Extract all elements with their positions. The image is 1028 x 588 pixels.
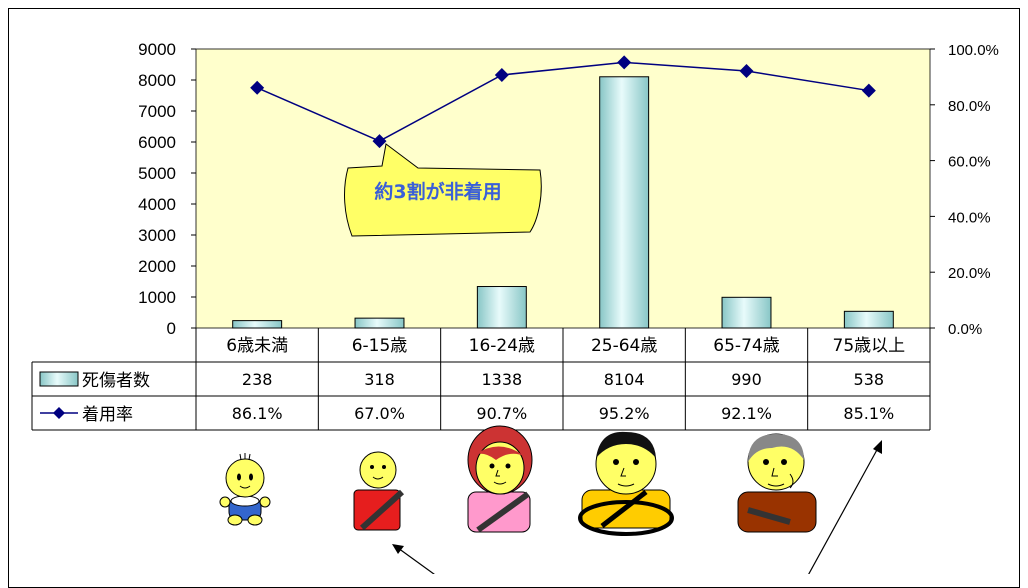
right-tick-label: 80.0%: [948, 98, 991, 115]
child-figure: [353, 451, 405, 531]
left-axis: 0 1000 2000 3000 4000 5000 6000 7000 8000 9000: [138, 40, 196, 338]
table-cell: 95.2%: [599, 404, 650, 423]
table-cell: 85.1%: [843, 404, 894, 423]
left-tick-label: 5000: [138, 164, 176, 183]
table-cell: 238: [242, 370, 273, 389]
line-point: [372, 134, 387, 149]
line-point: [494, 67, 509, 82]
right-tick-label: 40.0%: [948, 209, 991, 226]
table-cell: 67.0%: [354, 404, 405, 423]
left-tick-label: 7000: [138, 102, 176, 121]
bar-series: [232, 76, 894, 329]
right-tick-label: 0.0%: [948, 321, 982, 338]
arrow-to-child: [392, 544, 435, 574]
bar: [476, 286, 527, 329]
plot-area: [195, 48, 931, 329]
legend-line-label: 着用率: [82, 405, 133, 425]
category-label: 6-15歳: [352, 336, 408, 356]
left-tick-label: 2000: [138, 257, 176, 276]
table-cell: 8104: [604, 370, 645, 389]
elderly-man-figure: [737, 433, 817, 533]
table-cell: 990: [731, 370, 762, 389]
callout-bubble: [344, 143, 542, 237]
category-label: 25-64歳: [591, 336, 657, 356]
line-series: [250, 55, 876, 149]
legend-bar-label: 死傷者数: [82, 371, 150, 391]
line-point: [861, 83, 876, 98]
table-cell: 1338: [481, 370, 522, 389]
left-tick-label: 4000: [138, 195, 176, 214]
right-tick-label: 100.0%: [948, 42, 999, 59]
callout: 約3割が非着用: [344, 143, 542, 237]
table-cell: 318: [364, 370, 395, 389]
table-cell: 86.1%: [232, 404, 283, 423]
chart-svg: 0 1000 2000 3000 4000 5000 6000 7000 8000 9000 0.…: [31, 40, 999, 574]
legend-bar-swatch: [39, 371, 79, 387]
table-cell: 92.1%: [721, 404, 772, 423]
table-cell: 538: [854, 370, 885, 389]
young-woman-figure: [467, 425, 533, 533]
left-tick-label: 8000: [138, 71, 176, 90]
left-tick-label: 3000: [138, 226, 176, 245]
line-point: [617, 55, 632, 70]
table-cell: 90.7%: [476, 404, 527, 423]
left-tick-label: 0: [167, 319, 176, 338]
category-label: 16-24歳: [469, 336, 535, 356]
line-point: [739, 64, 754, 79]
legend-line-marker: [53, 407, 65, 419]
right-tick-label: 20.0%: [948, 265, 991, 282]
adult-driver-figure: [578, 431, 674, 536]
left-tick-label: 9000: [138, 40, 176, 59]
line-point: [250, 80, 265, 95]
bar: [843, 310, 894, 329]
right-axis: 0.0% 20.0% 40.0% 60.0% 80.0% 100.0%: [930, 42, 999, 338]
baby-figure: [219, 453, 271, 526]
bar: [721, 296, 772, 329]
right-tick-label: 60.0%: [948, 154, 991, 171]
category-label: 6歳未満: [226, 336, 288, 356]
series-line: [256, 61, 869, 142]
left-tick-label: 6000: [138, 133, 176, 152]
category-label: 75歳以上: [833, 336, 906, 356]
arrow-to-75plus: [808, 440, 882, 574]
bar: [599, 76, 650, 329]
callout-text: 約3割が非着用: [374, 180, 501, 203]
bar: [232, 320, 283, 329]
category-label: 65-74歳: [713, 336, 779, 356]
left-tick-label: 1000: [138, 288, 176, 307]
bar: [354, 317, 405, 329]
